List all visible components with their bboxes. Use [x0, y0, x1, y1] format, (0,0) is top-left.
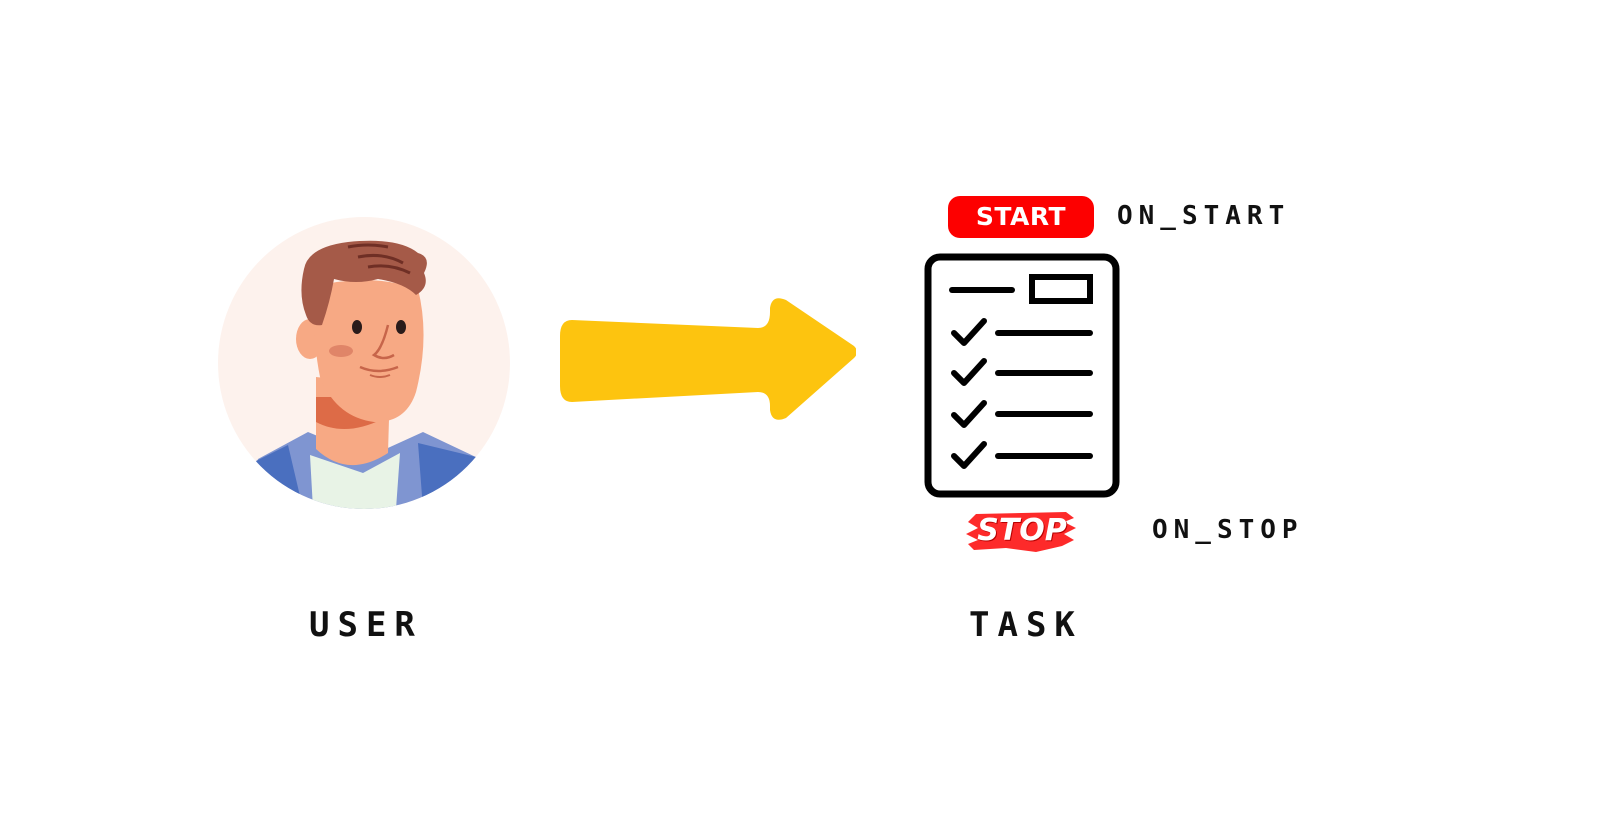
right-arrow-icon — [560, 298, 856, 428]
stop-badge: STOP — [977, 513, 1067, 548]
user-label: USER — [309, 605, 423, 645]
start-badge: START — [948, 196, 1094, 238]
stop-badge-background — [966, 506, 1078, 556]
on-start-label: ON_START — [1117, 201, 1291, 231]
checklist-icon — [924, 253, 1120, 498]
task-label: TASK — [969, 605, 1083, 645]
user-avatar-icon — [218, 217, 510, 509]
on-stop-label: ON_STOP — [1152, 515, 1304, 545]
